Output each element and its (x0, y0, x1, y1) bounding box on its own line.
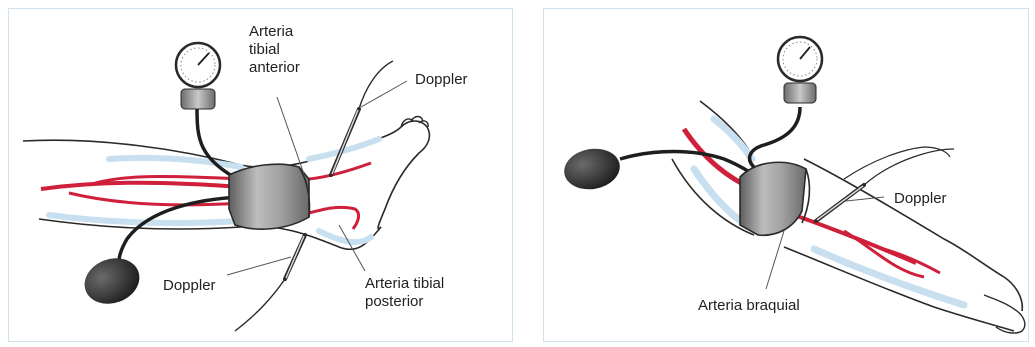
label-arteria-tibial-posterior: Arteria tibial posterior (365, 275, 444, 311)
bulb-tube (620, 152, 758, 178)
doppler-cable (864, 149, 954, 185)
blood-pressure-cuff (740, 162, 806, 235)
label-doppler-top: Doppler (415, 71, 468, 89)
arm-illustration (544, 9, 1030, 343)
inflation-bulb (561, 144, 623, 193)
doppler-cable-bottom (235, 279, 285, 331)
label-line: posterior (365, 293, 444, 311)
label-doppler: Doppler (894, 190, 947, 208)
label-arteria-tibial-anterior: Arteria tibial anterior (249, 23, 300, 77)
arm-diagram-panel: Doppler Arteria braquial (543, 8, 1029, 342)
inflation-bulb (78, 251, 146, 311)
label-line: Arteria tibial (365, 275, 444, 293)
doppler-probe-bottom-shine (286, 236, 304, 278)
leader-doppler-top (361, 81, 407, 107)
leader-arteria-braquial (766, 231, 784, 289)
gauge-body (784, 83, 816, 103)
foot-outline (378, 121, 429, 229)
artery-femoral (41, 183, 241, 189)
label-line: anterior (249, 59, 300, 77)
label-line: Arteria (249, 23, 300, 41)
gauge-body (181, 89, 215, 109)
artery-tibial-posterior-line (309, 207, 359, 229)
artery-tibial-anterior-line (309, 163, 371, 179)
leader-doppler-bottom (227, 257, 291, 275)
doppler-cable-top (359, 61, 393, 109)
doppler-probe-shine (817, 186, 863, 220)
label-doppler-bottom: Doppler (163, 277, 216, 295)
label-line: tibial (249, 41, 300, 59)
label-arteria-braquial: Arteria braquial (698, 297, 800, 315)
gauge-tube (197, 109, 241, 181)
blood-pressure-cuff (229, 164, 309, 229)
doppler-probe-top-shine (332, 110, 358, 174)
gauge-tube (750, 107, 800, 169)
leg-diagram-panel: Arteria tibial anterior Doppler Doppler … (8, 8, 513, 342)
